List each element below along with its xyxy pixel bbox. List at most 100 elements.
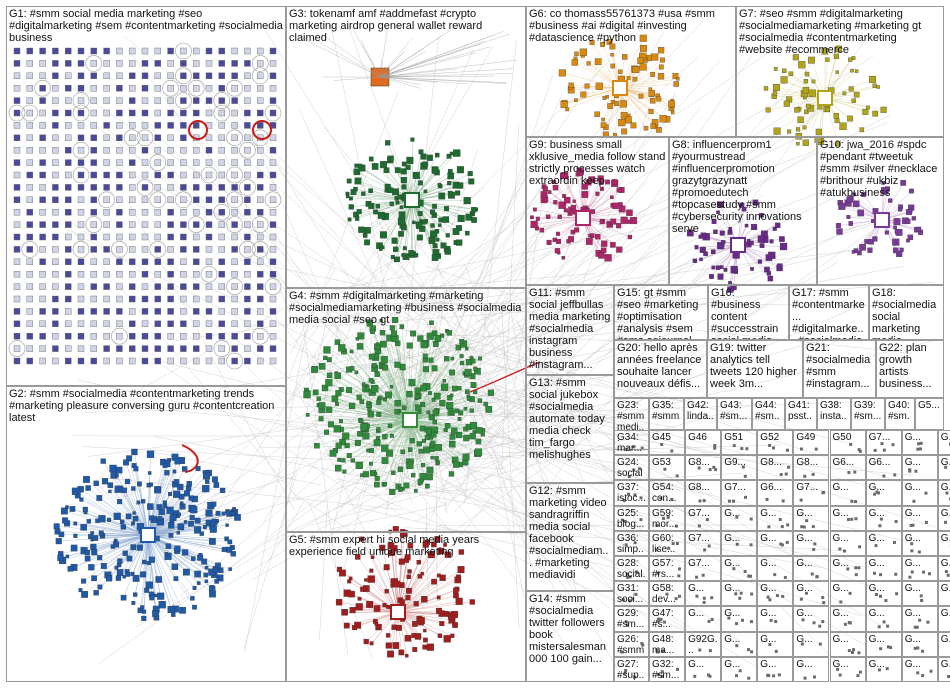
group-panel-gx: G... [902,430,938,455]
group-label: G... [869,659,899,670]
group-panel-g46: G46 [685,430,721,455]
group-label: G7... [688,558,718,569]
group-panel-g29: G29: #sm... [614,606,649,631]
group-panel-g11: G11: #smm social jeffbullas media market… [526,285,614,375]
group-panel-gx: G... [757,556,793,581]
group-label: G59: mor... [652,508,682,530]
group-label: G... [760,583,790,594]
group-panel-g7: G7: #seo #smm #digitalmarketing #socialm… [736,6,944,137]
group-label: G... [905,457,935,468]
group-panel-g53: G53 [649,455,685,480]
group-label: G3: tokenamf amf #addmefast #crypto mark… [289,8,523,44]
group-panel-g7x: G7... [685,506,721,531]
group-label: G8... [688,457,718,468]
group-panel-g48: G48: ma... [649,632,685,657]
group-label: G... [760,533,790,544]
group-panel-gx: G... [938,606,950,631]
group-panel-gx: G... [685,606,721,631]
group-panel-g1: G1: #smm social media marketing #seo #di… [6,6,286,386]
group-panel-g51: G51 [721,430,757,455]
group-panel-g5: G5: #smm expert hi social media years ex… [286,532,526,682]
group-label: G28: social... [617,558,646,581]
group-panel-g14: G14: #smm #socialmedia twitter followers… [526,591,614,682]
group-label: G... [941,558,950,569]
group-panel-g55: G5... [915,398,944,430]
group-label: G44: #sm... [755,400,782,430]
group-label: G... [869,508,899,519]
group-label: G35: #smm... [652,400,681,430]
group-label: G5: #smm expert hi social media years ex… [289,534,523,558]
group-panel-gx: G... [938,657,950,682]
group-panel-g7x: G7... [793,480,829,505]
group-label: G36: simp... [617,533,646,556]
group-label: G... [724,533,754,544]
group-label: G... [760,634,790,645]
group-panel-g7x: G7... [685,531,721,556]
group-panel-g31: G31: soci... [614,581,649,606]
group-label: G8... [760,457,790,468]
group-label: G... [833,634,863,645]
group-panel-g13: G13: #smm social jukebox #socialmedia au… [526,375,614,483]
group-label: G... [833,533,863,544]
group-panel-g9: G9: business small xklusive_media follow… [526,137,669,285]
group-label: G43: #sm... [720,400,749,422]
group-panel-gx: G... [938,632,950,657]
group-label: G92G... [688,634,718,656]
group-label: G... [724,508,754,519]
group-panel-gx: G... [830,480,866,505]
group-panel-g12: G12: #smm marketing video sandragriffin … [526,483,614,591]
group-panel-g50: G50 [830,430,866,455]
group-label: G... [941,457,950,468]
group-label: G15: gt #smm #seo #marketing #optimisati… [617,287,705,340]
group-label: G... [869,533,899,544]
group-label: G... [796,608,826,619]
group-panel-g8: G8: influencerprom1 #yourmustread #influ… [669,137,817,285]
group-panel-g28: G28: social... [614,556,649,581]
group-label: G... [796,558,826,569]
group-panel-g19: G19: twitter analytics tell tweets 120 h… [707,340,803,398]
group-label: G... [869,608,899,619]
group-panel-g6x: G6... [866,455,902,480]
group-label: G39: #sm... [854,400,882,422]
group-label: G... [869,558,899,569]
group-label: G10: jwa_2016 #spdc #pendant #tweetuk #s… [820,139,941,199]
group-panel-g15: G15: gt #smm #seo #marketing #optimisati… [614,285,708,340]
group-panel-gx: G... [866,606,902,631]
group-label: G... [905,482,935,493]
group-label: G37: istoc... [617,482,646,504]
group-label: G... [724,634,754,645]
group-panel-g3: G3: tokenamf amf #addmefast #crypto mark… [286,6,526,288]
group-panel-gx: G... [757,581,793,606]
group-panel-gx: G... [902,581,938,606]
group-label: G14: #smm #socialmedia twitter followers… [529,593,611,665]
group-panel-gx: G... [793,606,829,631]
group-panel-gx: G... [830,606,866,631]
group-panel-gx: G... [902,606,938,631]
group-label: G40: #sm... [888,400,912,430]
group-label: G... [941,583,950,594]
group-panel-g36: G36: simp... [614,531,649,556]
group-label: G50 [833,432,863,443]
group-label: G51 [724,432,754,443]
group-label: G8: influencerprom1 #yourmustread #influ… [672,139,814,235]
group-panel-gx: G... [938,455,950,480]
group-label: G19: twitter analytics tell tweets 120 h… [710,342,800,390]
group-label: G38: insta... [820,400,848,430]
group-label: G6... [869,457,899,468]
group-label: G6... [833,457,863,468]
group-label: G16: #business content #successtrain soc… [711,287,786,340]
group-panel-gx: G... [938,480,950,505]
group-label: G... [941,508,950,519]
group-panel-gx: G... [721,556,757,581]
group-panel-gx: G... [902,657,938,682]
group-panel-g21: G21: #socialmedia #smm #instagram... [803,340,876,398]
group-panel-g60: G60: lise... [649,531,685,556]
group-panel-gx: G... [793,581,829,606]
group-label: G... [760,659,790,670]
group-label: G7: #seo #smm #digitalmarketing #socialm… [739,8,941,56]
group-label: G... [833,508,863,519]
group-label: G13: #smm social jukebox #socialmedia au… [529,377,611,461]
group-panel-g10: G10: jwa_2016 #spdc #pendant #tweetuk #s… [817,137,944,285]
group-label: G11: #smm social jeffbullas media market… [529,287,611,371]
group-panel-gx: G... [721,581,757,606]
